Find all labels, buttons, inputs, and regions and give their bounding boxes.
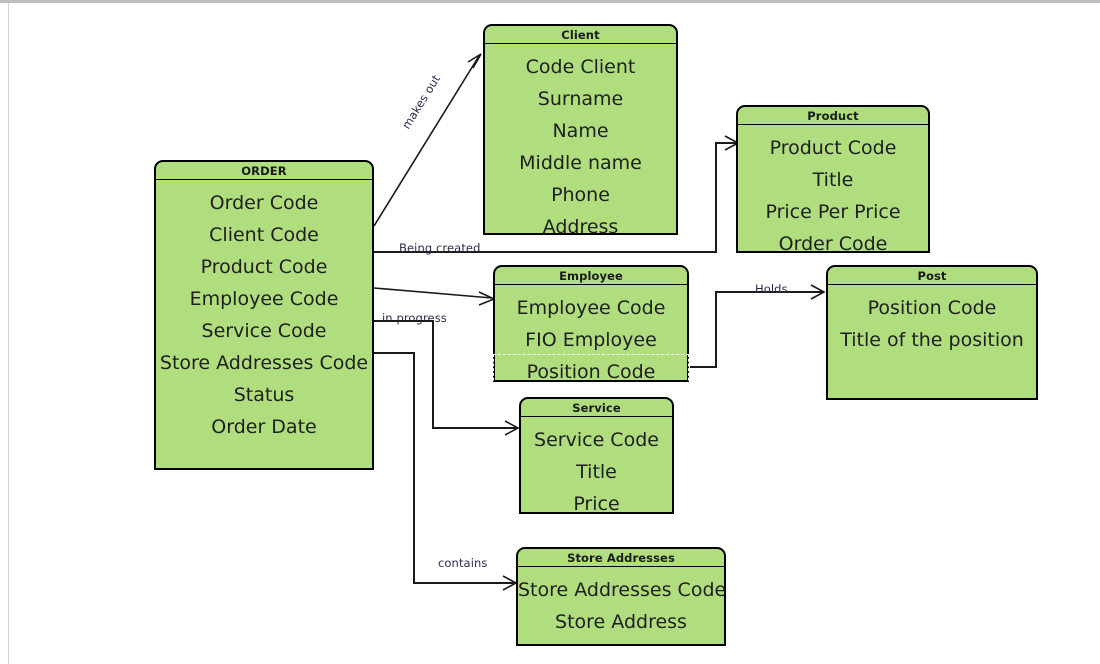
attribute-store-addresses-code[interactable]: Store Addresses Code bbox=[159, 352, 369, 374]
connector-holds-h1[interactable] bbox=[690, 366, 717, 368]
attribute-service-code-pk[interactable]: Service Code bbox=[534, 429, 659, 451]
attribute-position-code-selected[interactable]: Position Code bbox=[493, 354, 689, 390]
attribute-service-code[interactable]: Service Code bbox=[201, 320, 327, 342]
entity-order-title: ORDER bbox=[156, 162, 372, 180]
attribute-product-code[interactable]: Product Code bbox=[200, 256, 328, 278]
attribute-store-addresses-code-pk[interactable]: Store Addresses Code bbox=[518, 579, 727, 601]
attribute-address[interactable]: Address bbox=[542, 216, 619, 238]
connector-service-arrowhead bbox=[504, 420, 520, 436]
entity-service-title: Service bbox=[521, 399, 672, 417]
attribute-title-of-the-position[interactable]: Title of the position bbox=[840, 329, 1024, 351]
attribute-service-title[interactable]: Title bbox=[576, 461, 617, 483]
edge-label-holds: Holds bbox=[755, 282, 788, 296]
entity-client[interactable]: Client Code Client Surname Name Middle n… bbox=[483, 24, 678, 238]
entity-service[interactable]: Service Service Code Title Price bbox=[519, 397, 674, 515]
entity-client-attributes: Code Client Surname Name Middle name Pho… bbox=[485, 44, 676, 243]
entity-store-addresses[interactable]: Store Addresses Store Addresses Code Sto… bbox=[516, 547, 726, 646]
connector-holds-v[interactable] bbox=[715, 291, 717, 367]
attribute-employee-code[interactable]: Employee Code bbox=[189, 288, 339, 310]
attribute-store-address[interactable]: Store Address bbox=[555, 611, 687, 633]
attribute-employee-code-pk[interactable]: Employee Code bbox=[516, 297, 666, 319]
edge-label-being-created: Being created bbox=[399, 241, 481, 255]
entity-service-attributes: Service Code Title Price bbox=[521, 417, 672, 520]
entity-client-title: Client bbox=[485, 26, 676, 44]
attribute-price[interactable]: Price bbox=[573, 493, 620, 515]
attribute-client-code[interactable]: Client Code bbox=[209, 224, 319, 246]
entity-employee[interactable]: Employee Employee Code FIO Employee Posi… bbox=[493, 265, 689, 390]
connector-contains-v[interactable] bbox=[413, 352, 415, 583]
entity-product-attributes: Product Code Title Price Per Price Order… bbox=[738, 125, 928, 260]
attribute-position-code-pk[interactable]: Position Code bbox=[867, 297, 997, 319]
entity-post-attributes: Position Code Title of the position bbox=[828, 285, 1036, 356]
attribute-price-per-price[interactable]: Price Per Price bbox=[765, 201, 901, 223]
entity-post[interactable]: Post Position Code Title of the position bbox=[826, 265, 1038, 400]
attribute-title[interactable]: Title bbox=[812, 169, 854, 191]
entity-employee-attributes: Employee Code FIO Employee Position Code bbox=[493, 285, 689, 390]
attribute-fio-employee[interactable]: FIO Employee bbox=[525, 329, 657, 351]
edge-label-contains: contains bbox=[438, 556, 488, 570]
connector-being-created-v[interactable] bbox=[715, 142, 717, 252]
connector-service-h2[interactable] bbox=[432, 427, 517, 429]
attribute-order-code[interactable]: Order Code bbox=[209, 192, 319, 214]
attribute-order-date[interactable]: Order Date bbox=[211, 416, 317, 438]
attribute-order-code-fk[interactable]: Order Code bbox=[778, 233, 888, 255]
edge-label-in-progress: in progress bbox=[382, 311, 447, 325]
connector-being-created-h2[interactable] bbox=[715, 142, 737, 144]
connector-service-v[interactable] bbox=[432, 320, 434, 428]
entity-store-addresses-attributes: Store Addresses Code Store Address bbox=[518, 567, 727, 638]
attribute-status[interactable]: Status bbox=[233, 384, 295, 406]
entity-product-title: Product bbox=[738, 107, 928, 125]
connector-being-created-h1[interactable] bbox=[374, 251, 717, 253]
page-left-edge bbox=[8, 3, 9, 664]
attribute-surname[interactable]: Surname bbox=[537, 88, 624, 110]
connector-holds-arrowhead bbox=[810, 284, 826, 300]
attribute-product-code-pk[interactable]: Product Code bbox=[769, 137, 897, 159]
attribute-code-client[interactable]: Code Client bbox=[525, 56, 636, 78]
entity-employee-title: Employee bbox=[495, 267, 687, 285]
attribute-middle-name[interactable]: Middle name bbox=[519, 152, 642, 174]
entity-post-title: Post bbox=[828, 267, 1036, 285]
entity-product[interactable]: Product Product Code Title Price Per Pri… bbox=[736, 105, 930, 255]
page-top-edge bbox=[0, 0, 1100, 3]
connector-holds-h2[interactable] bbox=[715, 291, 823, 293]
connector-contains-h1[interactable] bbox=[374, 352, 415, 354]
entity-order[interactable]: ORDER Order Code Client Code Product Cod… bbox=[154, 160, 374, 470]
connector-service-h1[interactable] bbox=[374, 320, 434, 322]
attribute-phone[interactable]: Phone bbox=[551, 184, 610, 206]
connector-contains-h2[interactable] bbox=[413, 582, 515, 584]
entity-order-attributes: Order Code Client Code Product Code Empl… bbox=[156, 180, 372, 443]
entity-store-addresses-title: Store Addresses bbox=[518, 549, 724, 567]
attribute-name[interactable]: Name bbox=[552, 120, 609, 142]
